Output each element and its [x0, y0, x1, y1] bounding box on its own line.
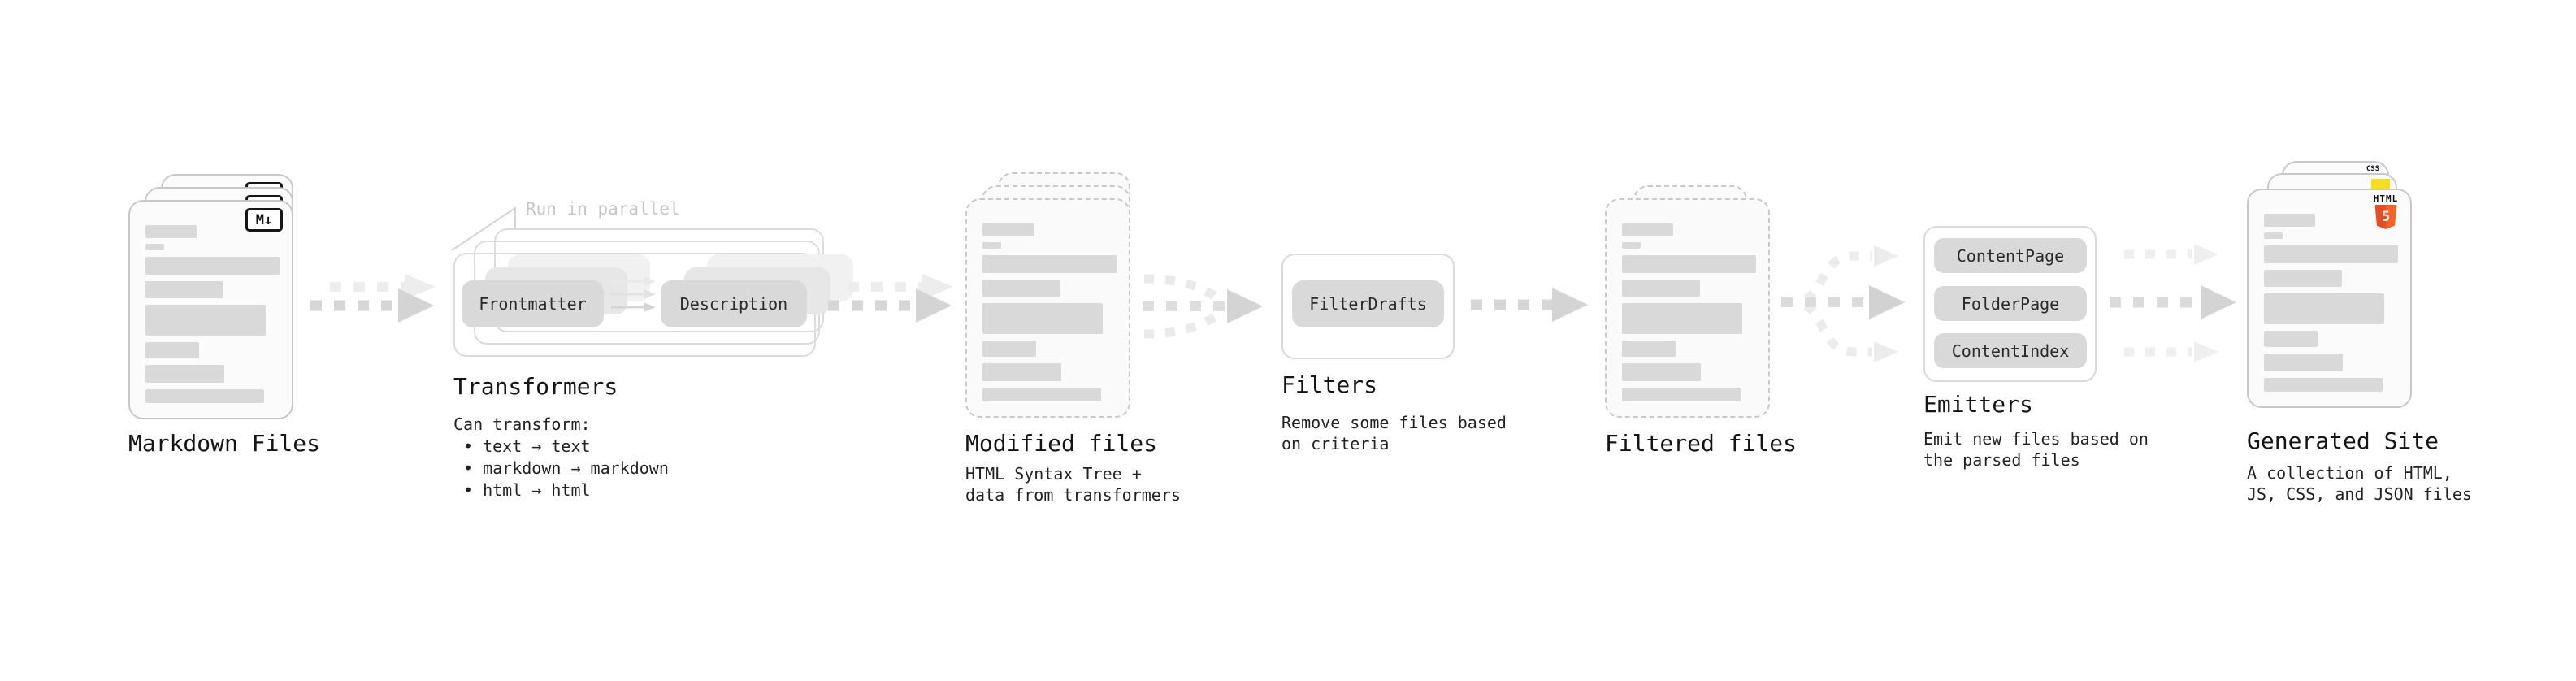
- text-line-bar: [982, 340, 1036, 357]
- text-line-bar: [1622, 223, 1673, 236]
- annotation-callout-line: [451, 206, 516, 251]
- text-line-bar: [2264, 378, 2383, 392]
- text-line-bar: [145, 305, 266, 336]
- markdown-icon: M↓: [245, 208, 283, 232]
- markdown-files-label: Markdown Files: [128, 430, 321, 457]
- text-line-bar: [2264, 354, 2343, 371]
- run-in-parallel-annotation: Run in parallel: [526, 199, 680, 219]
- js-icon: [2371, 179, 2390, 191]
- transform-step-arrows: [611, 276, 656, 312]
- filterdrafts-button: FilterDrafts: [1292, 280, 1444, 327]
- contentindex-button: ContentIndex: [1934, 333, 2087, 368]
- text-line-bar: [982, 363, 1061, 381]
- text-line-bar: [1622, 303, 1742, 334]
- flow-arrow-emitters-to-generated: [2110, 244, 2236, 362]
- modified-files-note: HTML Syntax Tree + data from transformer…: [965, 464, 1181, 505]
- text-line-bar: [2264, 293, 2384, 324]
- text-line-bar: [2264, 232, 2283, 239]
- css-icon-text: CSS: [2366, 165, 2380, 173]
- html5-icon-text: HTML: [2373, 193, 2399, 204]
- filtered-file-card-front: [1605, 198, 1770, 418]
- generated-site-label: Generated Site: [2247, 427, 2439, 454]
- emitters-note: Emit new files based on the parsed files: [1923, 429, 2149, 470]
- transform-bullet: • html → html: [463, 480, 591, 500]
- flow-arrow-filters-to-filtered: [1471, 288, 1588, 322]
- generated-site-note: A collection of HTML, JS, CSS, and JSON …: [2247, 463, 2472, 504]
- html5-icon-number: 5: [2381, 209, 2391, 225]
- text-line-bar: [2264, 245, 2398, 263]
- emitters-frame: [1923, 226, 2097, 382]
- frontmatter-button: Frontmatter: [462, 280, 604, 327]
- html5-icon-shield: 5: [2374, 205, 2397, 229]
- folderpage-button: FolderPage: [1934, 286, 2087, 321]
- text-line-bar: [1622, 255, 1756, 273]
- text-line-bar: [982, 255, 1117, 273]
- text-line-bar: [145, 257, 280, 275]
- filters-frame: [1281, 254, 1455, 359]
- filtered-files-label: Filtered files: [1605, 430, 1798, 457]
- transformers-label: Transformers: [453, 373, 618, 400]
- text-line-bar: [145, 389, 264, 403]
- text-line-bar: [145, 225, 197, 238]
- text-line-bar: [982, 280, 1060, 297]
- text-line-bar: [2264, 331, 2318, 347]
- text-line-bar: [2264, 214, 2315, 227]
- text-line-bar: [982, 303, 1103, 334]
- text-line-bar: [982, 388, 1101, 401]
- flow-arrow-split-to-emitters: [1781, 245, 1905, 362]
- markdown-file-card-front: M↓: [128, 200, 293, 419]
- text-line-bar: [1622, 363, 1701, 381]
- filters-note: Remove some files based on criteria: [1281, 413, 1507, 453]
- flow-arrow-markdown-to-transformers: [310, 274, 436, 323]
- text-line-bar: [982, 242, 1001, 249]
- flow-arrow-transformers-to-modified: [828, 274, 953, 323]
- text-line-bar: [145, 244, 164, 250]
- text-line-bar: [982, 223, 1034, 236]
- transformers-note-title: Can transform:: [453, 414, 591, 434]
- text-line-bar: [1622, 340, 1676, 357]
- generated-html-card: HTML 5: [2247, 189, 2412, 408]
- filters-label: Filters: [1281, 371, 1378, 398]
- flow-arrow-merge-to-filters: [1143, 274, 1263, 339]
- text-line-bar: [1622, 242, 1641, 249]
- text-line-bar: [145, 342, 199, 358]
- contentpage-button: ContentPage: [1934, 238, 2087, 273]
- emitters-label: Emitters: [1923, 391, 2033, 418]
- text-line-bar: [2264, 270, 2342, 287]
- text-line-bar: [1622, 280, 1700, 297]
- transform-bullet: • text → text: [463, 436, 591, 456]
- text-line-bar: [1622, 388, 1741, 401]
- html5-icon: HTML 5: [2369, 194, 2403, 229]
- text-line-bar: [145, 365, 224, 383]
- modified-file-card-front: [965, 198, 1130, 418]
- description-button: Description: [661, 280, 807, 327]
- text-line-bar: [145, 281, 223, 298]
- transform-bullet: • markdown → markdown: [463, 458, 669, 478]
- modified-files-label: Modified files: [965, 430, 1158, 457]
